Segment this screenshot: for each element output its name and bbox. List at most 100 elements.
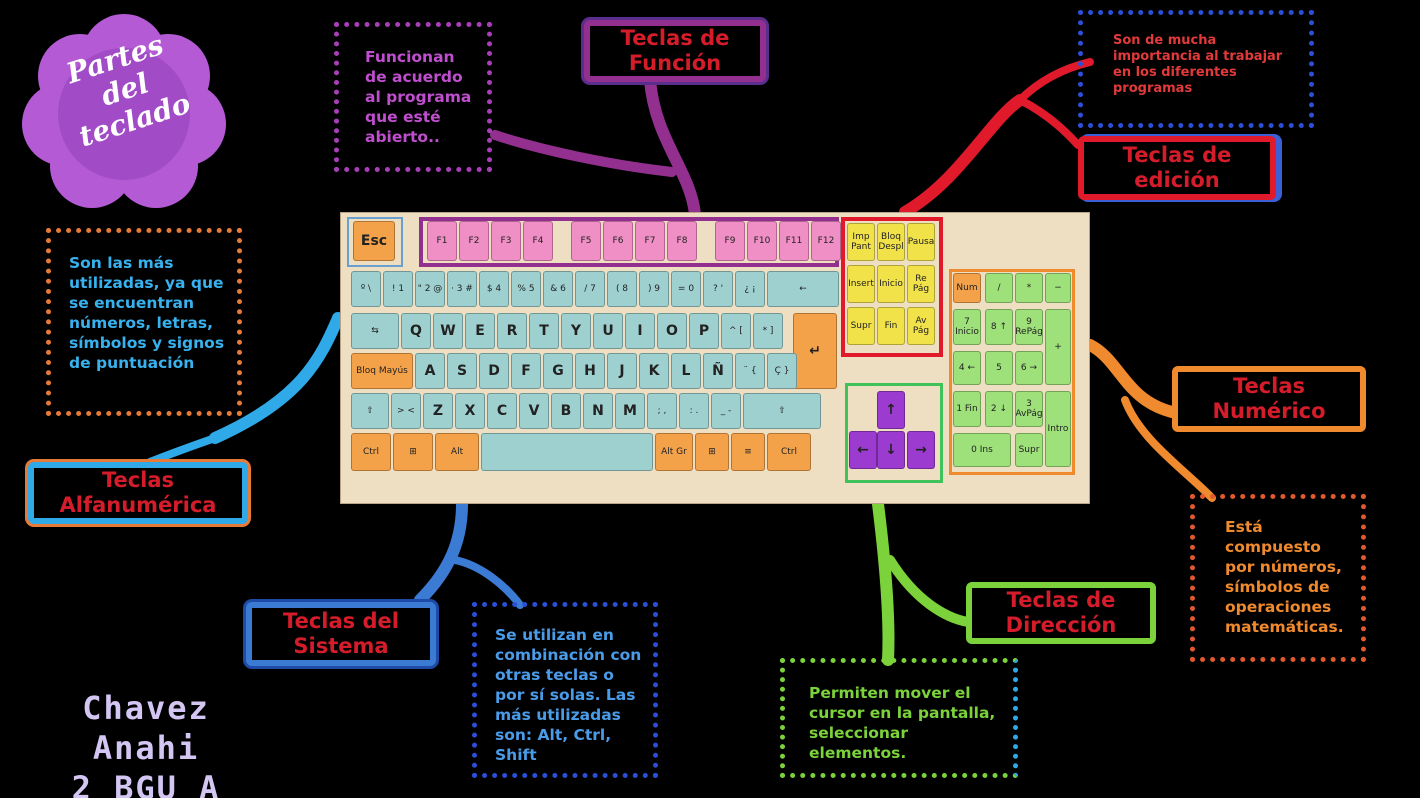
branch-edicion-title xyxy=(1016,96,1082,149)
key-alfanumerica: T xyxy=(529,313,559,349)
branch-funcion-note xyxy=(490,130,677,177)
key-alfanumerica: = 0 xyxy=(671,271,701,307)
key-alfanumerica: W xyxy=(433,313,463,349)
key-alfanumerica: & 6 xyxy=(543,271,573,307)
key-alfanumerica: I xyxy=(625,313,655,349)
key-edit: Av Pág xyxy=(907,307,935,345)
key-function: F9 xyxy=(715,221,745,261)
key-alfanumerica: ? ' xyxy=(703,271,733,307)
title-direccion: Teclas de Dirección xyxy=(966,582,1156,644)
key-function: F6 xyxy=(603,221,633,261)
key-arrow: → xyxy=(907,431,935,469)
branch-alfanumerica-end xyxy=(146,434,219,466)
group-outline-esc xyxy=(347,217,403,267)
key-alfanumerica: M xyxy=(615,393,645,429)
key-function: F4 xyxy=(523,221,553,261)
key-numpad: / xyxy=(985,273,1013,303)
branch-direccion-title xyxy=(885,555,973,627)
key-numpad: 8 ↑ xyxy=(985,309,1013,345)
key-numpad: 4 ← xyxy=(953,351,981,385)
key-function: F12 xyxy=(811,221,841,261)
key-alfanumerica: · 3 # xyxy=(447,271,477,307)
branch-alfanumerica xyxy=(209,312,344,444)
key-numpad: 3 AvPág xyxy=(1015,391,1043,427)
key-alfanumerica: X xyxy=(455,393,485,429)
key-alfanumerica: B xyxy=(551,393,581,429)
key-sistema: ⊞ xyxy=(393,433,433,471)
desc-edicion: Son de mucha importancia al trabajar en … xyxy=(1078,10,1314,128)
key-sistema: Ctrl xyxy=(767,433,811,471)
key-shift: ⇧ xyxy=(351,393,389,429)
key-function: F7 xyxy=(635,221,665,261)
key-arrow: ↑ xyxy=(877,391,905,429)
branch-edicion xyxy=(899,94,1026,218)
key-alfanumerica: E xyxy=(465,313,495,349)
author-name: Chavez Anahi xyxy=(82,689,210,767)
key-alfanumerica: Y xyxy=(561,313,591,349)
key-alfanumerica: O xyxy=(657,313,687,349)
key-alfanumerica: H xyxy=(575,353,605,389)
key-alfanumerica: A xyxy=(415,353,445,389)
key-numpad: − xyxy=(1045,273,1071,303)
key-alfanumerica: G xyxy=(543,353,573,389)
key-alfanumerica: D xyxy=(479,353,509,389)
key-alfanumerica: $ 4 xyxy=(479,271,509,307)
title-sistema: Teclas del Sistema xyxy=(246,602,436,666)
key-alfanumerica: U xyxy=(593,313,623,349)
key-numpad: 2 ↓ xyxy=(985,391,1013,427)
key-numpad: 0 Ins xyxy=(953,433,1011,467)
desc-sistema: Se utilizan en combinación con otras tec… xyxy=(472,602,658,778)
flower-shape xyxy=(22,14,226,208)
branch-sistema-note xyxy=(451,556,524,609)
key-function: F8 xyxy=(667,221,697,261)
group-outline-edicion xyxy=(841,217,943,357)
key-esc: Esc xyxy=(353,221,395,261)
key-edit: Supr xyxy=(847,307,875,345)
key-numpad: + xyxy=(1045,309,1071,385)
author-course: 2 BGU A xyxy=(71,769,221,798)
branch-funcion xyxy=(644,74,701,220)
desc-funcion: Funcionan de acuerdo al programa que est… xyxy=(334,22,492,172)
key-sistema: Ctrl xyxy=(351,433,391,471)
title-alfanumerica: Teclas Alfanumérica xyxy=(28,462,248,524)
key-alfanumerica: S xyxy=(447,353,477,389)
key-caps-lock: Bloq Mayús xyxy=(351,353,413,389)
key-numpad: 9 RePág xyxy=(1015,309,1043,345)
key-numpad: * xyxy=(1015,273,1043,303)
key-function: F3 xyxy=(491,221,521,261)
key-arrow: ← xyxy=(849,431,877,469)
key-numpad: 7 Inicio xyxy=(953,309,981,345)
key-sistema: Alt Gr xyxy=(655,433,693,471)
key-alfanumerica: ! 1 xyxy=(383,271,413,307)
key-sistema: ⊞ xyxy=(695,433,729,471)
key-alfanumerica: N xyxy=(583,393,613,429)
key-function: F10 xyxy=(747,221,777,261)
key-alfanumerica: % 5 xyxy=(511,271,541,307)
key-alfanumerica: L xyxy=(671,353,701,389)
key-alfanumerica: " 2 @ xyxy=(415,271,445,307)
key-alfanumerica: ) 9 xyxy=(639,271,669,307)
key-space xyxy=(481,433,653,471)
key-function: F11 xyxy=(779,221,809,261)
key-alfanumerica: Ñ xyxy=(703,353,733,389)
key-numpad: 5 xyxy=(985,351,1013,385)
key-alfanumerica: ( 8 xyxy=(607,271,637,307)
key-sistema: ≡ xyxy=(731,433,765,471)
key-alfanumerica: º \ xyxy=(351,271,381,307)
key-alfanumerica: * ] xyxy=(753,313,783,349)
key-alfanumerica: ; , xyxy=(647,393,677,429)
desc-numerico: Está compuesto por números, símbolos de … xyxy=(1190,494,1366,662)
key-edit: Imp Pant xyxy=(847,223,875,261)
key-alfanumerica: ^ [ xyxy=(721,313,751,349)
key-alfanumerica: Q xyxy=(401,313,431,349)
desc-alfanumerica: Son las más utilizadas, ya que se encuen… xyxy=(46,228,242,416)
key-numpad: 1 Fin xyxy=(953,391,981,427)
key-enter: ↵ xyxy=(793,313,837,389)
key-shift: ⇧ xyxy=(743,393,821,429)
branch-numerico xyxy=(1084,339,1178,418)
key-edit: Re Pág xyxy=(907,265,935,303)
key-alfanumerica: Z xyxy=(423,393,453,429)
key-edit: Inicio xyxy=(877,265,905,303)
